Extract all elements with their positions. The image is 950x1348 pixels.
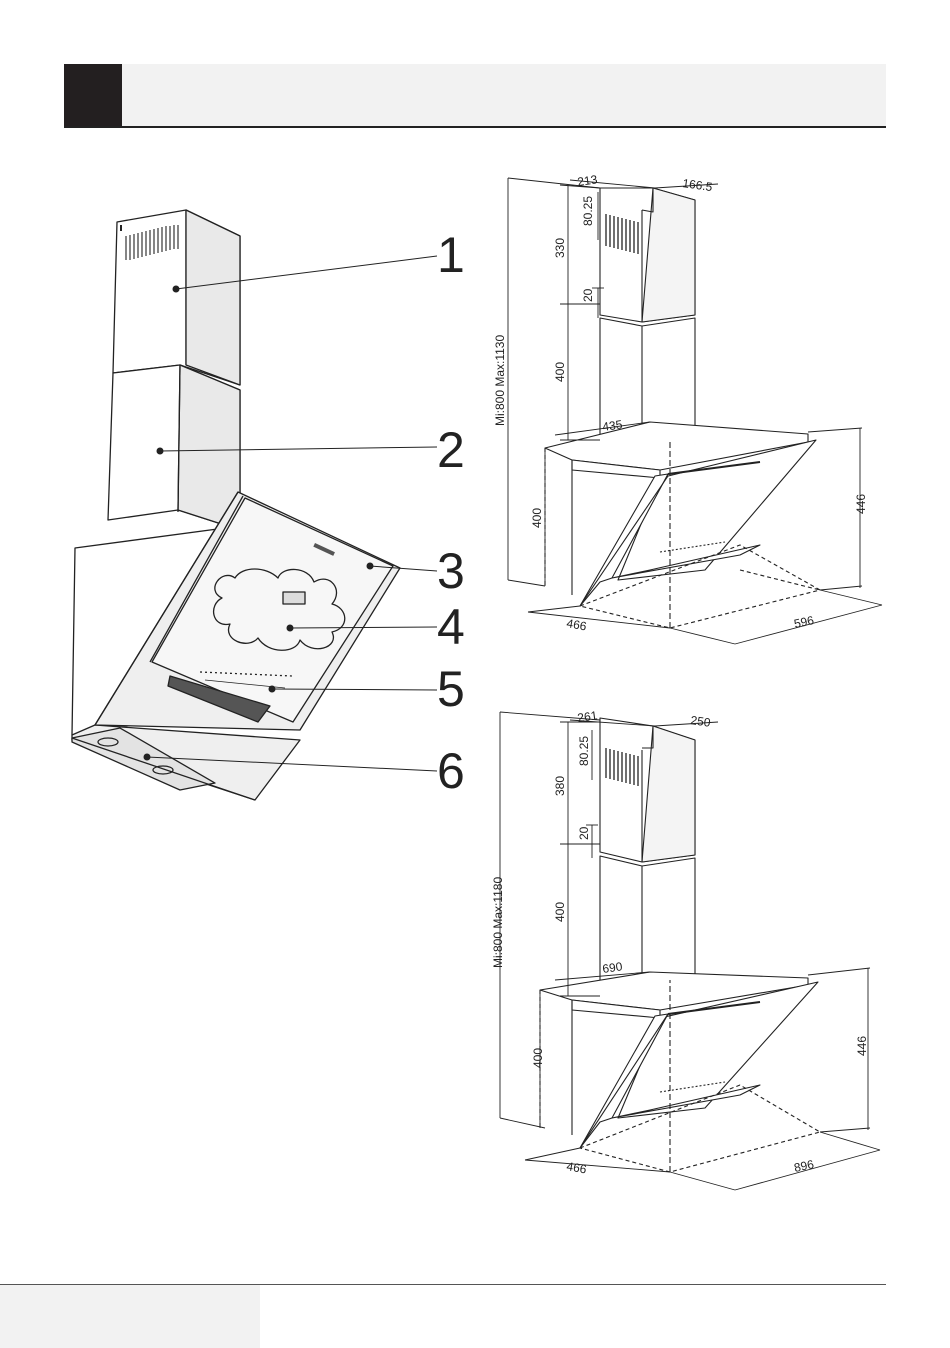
dim-b-lower-height: 400 — [553, 902, 567, 922]
dim-b-total-height: Mi:800 Max:1180 — [491, 877, 505, 968]
dim-b-upper-height: 380 — [553, 776, 567, 796]
dim-b-body-height: 400 — [531, 1048, 545, 1068]
dim-b-chimney-depth: 250 — [690, 713, 712, 730]
dim-b-chimney-width: 261 — [576, 708, 598, 725]
dim-b-depth: 466 — [565, 1159, 587, 1176]
dim-b-width: 896 — [793, 1157, 816, 1175]
dim-b-overlap: 20 — [577, 826, 591, 840]
dim-b-body-depth: 690 — [601, 959, 623, 976]
dim-b-glass-height: 446 — [855, 1036, 869, 1056]
footer-page-band — [0, 1285, 260, 1348]
dim-b-vent-height: 80.25 — [577, 736, 591, 766]
